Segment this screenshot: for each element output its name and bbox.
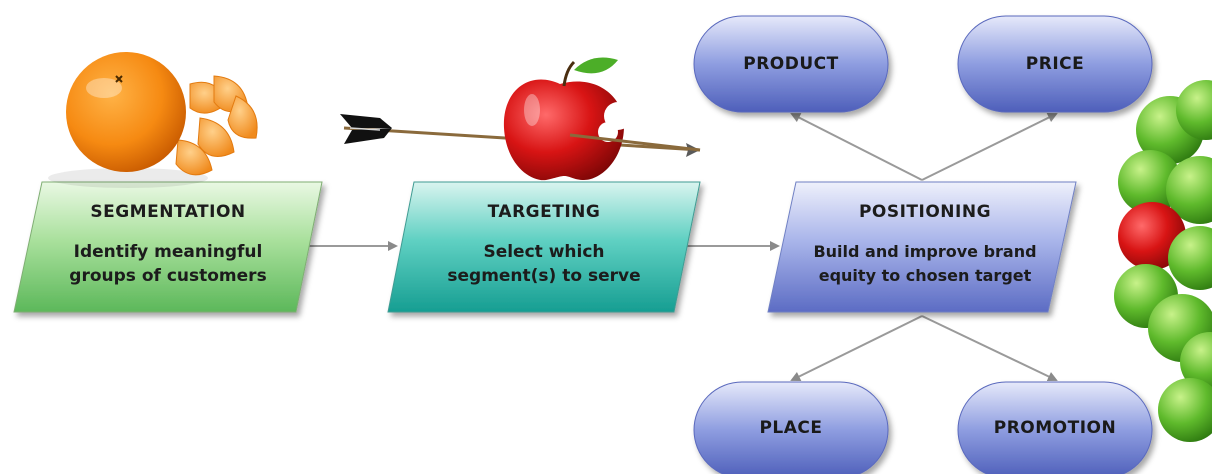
targeting-description: Select which segment(s) to serve: [447, 242, 641, 286]
positioning-box: [767, 181, 1077, 313]
product-pill: PRODUCT: [743, 54, 839, 74]
arrow-pos-to-promotion: [921, 315, 1058, 382]
orange-icon: [48, 52, 258, 188]
arrow-pos-to-price: [921, 113, 1058, 181]
arrow-pos-to-place: [790, 315, 923, 381]
positioning-description: Build and improve brand equity to chosen…: [813, 242, 1037, 285]
place-pill-shape: [693, 381, 889, 474]
price-pill-shape: [957, 15, 1153, 113]
place-pill: PLACE: [759, 418, 823, 438]
apple-icon: [503, 57, 701, 181]
segmentation-label: SEGMENTATION Identify meaningful groups …: [40, 202, 296, 288]
promotion-pill-shape: [957, 381, 1153, 474]
positioning-label: POSITIONING Build and improve brand equi…: [790, 202, 1060, 288]
price-pill: PRICE: [1025, 54, 1085, 74]
apple-pile-icon: [1114, 80, 1212, 442]
product-pill-shape: [693, 15, 889, 113]
promotion-pill: PROMOTION: [993, 418, 1117, 438]
segmentation-title: SEGMENTATION: [90, 202, 246, 222]
targeting-box: [387, 181, 701, 313]
targeting-label: TARGETING Select which segment(s) to ser…: [410, 202, 678, 288]
segmentation-description: Identify meaningful groups of customers: [69, 242, 267, 286]
targeting-title: TARGETING: [487, 202, 601, 222]
connector-lines: [296, 113, 1058, 382]
positioning-title: POSITIONING: [858, 202, 992, 222]
arrow-pos-to-product: [790, 113, 923, 181]
segmentation-box: [13, 181, 323, 313]
